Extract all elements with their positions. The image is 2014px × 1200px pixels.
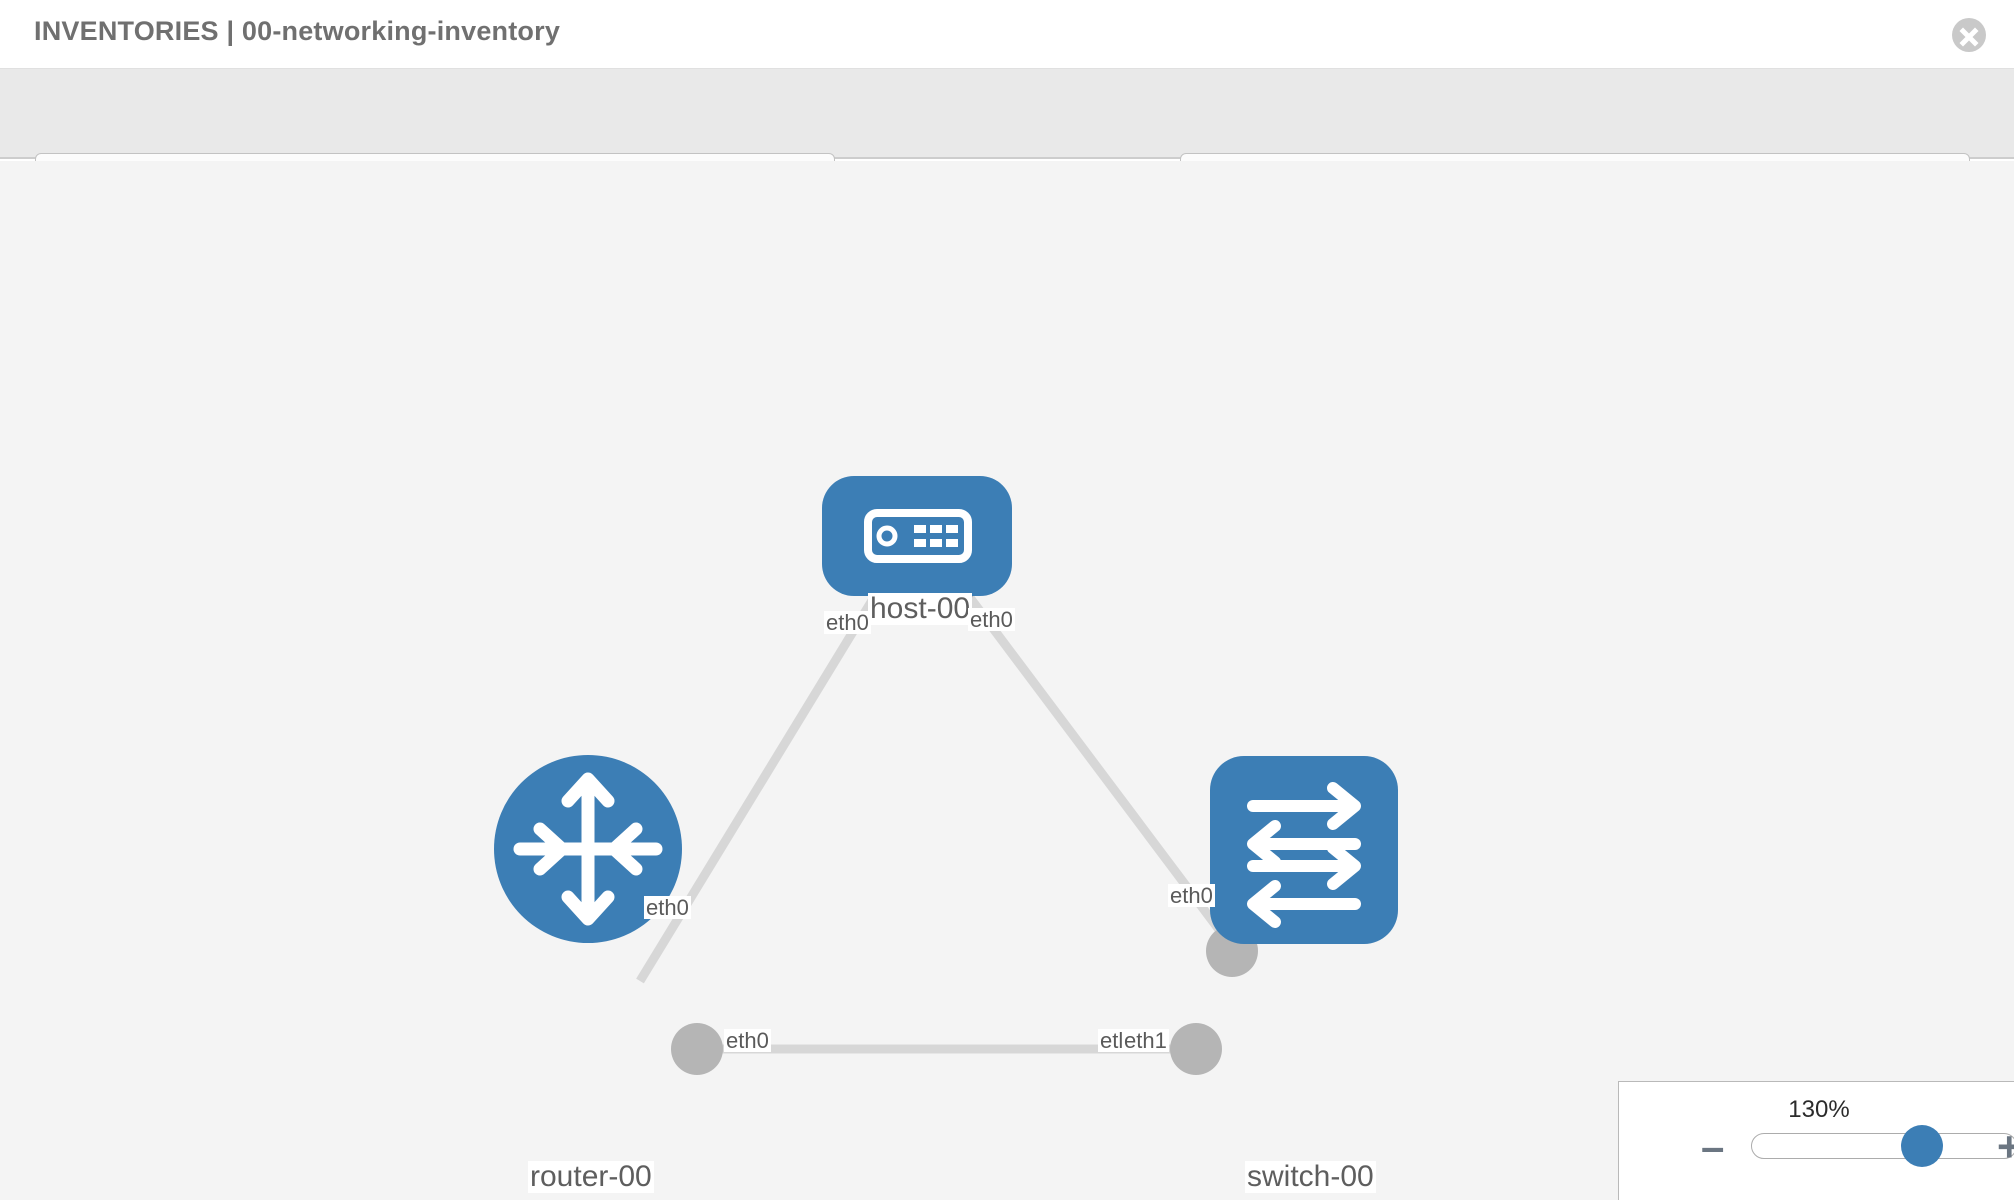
port-router-eth0[interactable] <box>671 1023 723 1075</box>
interface-label: eth0 <box>644 895 691 920</box>
topology-graph <box>494 476 1398 1075</box>
interface-label: eth0 <box>824 610 871 635</box>
port-switch-eth1[interactable] <box>1170 1023 1222 1075</box>
interface-label: eth0 <box>968 607 1015 632</box>
interface-label: etl <box>1098 1028 1126 1053</box>
node-label-router-00: router-00 <box>528 1160 654 1193</box>
zoom-control-panel: 130% – + <box>1618 1081 2014 1200</box>
zoom-slider-track[interactable] <box>1751 1133 2014 1159</box>
interface-label: eth1 <box>1122 1028 1169 1053</box>
zoom-level-value: 130% <box>1788 1096 1850 1123</box>
node-label-host-00: host-00 <box>868 592 973 625</box>
zoom-slider-thumb[interactable] <box>1901 1125 1944 1167</box>
toolbar: ACTIONS SEARCH <box>0 69 2014 211</box>
topology-canvas[interactable]: host-00 router-00 switch-00 eth0 eth0 et… <box>0 161 2014 1200</box>
switch-arrows-icon <box>1247 782 1361 928</box>
interface-label: eth0 <box>1168 883 1215 908</box>
page-title: INVENTORIES | 00-networking-inventory <box>34 16 561 46</box>
node-host-00[interactable] <box>822 476 1012 596</box>
close-icon[interactable] <box>1952 18 1986 52</box>
node-label-switch-00: switch-00 <box>1245 1160 1376 1193</box>
node-switch-00[interactable] <box>1210 756 1398 944</box>
router-arrows-icon <box>513 772 663 926</box>
zoom-in-button[interactable]: + <box>1997 1123 2014 1170</box>
page-header: INVENTORIES | 00-networking-inventory <box>0 0 2014 69</box>
server-icon <box>864 509 972 563</box>
interface-label: eth0 <box>724 1028 771 1053</box>
zoom-out-button[interactable]: – <box>1701 1123 1725 1170</box>
node-router-00[interactable] <box>494 755 682 943</box>
